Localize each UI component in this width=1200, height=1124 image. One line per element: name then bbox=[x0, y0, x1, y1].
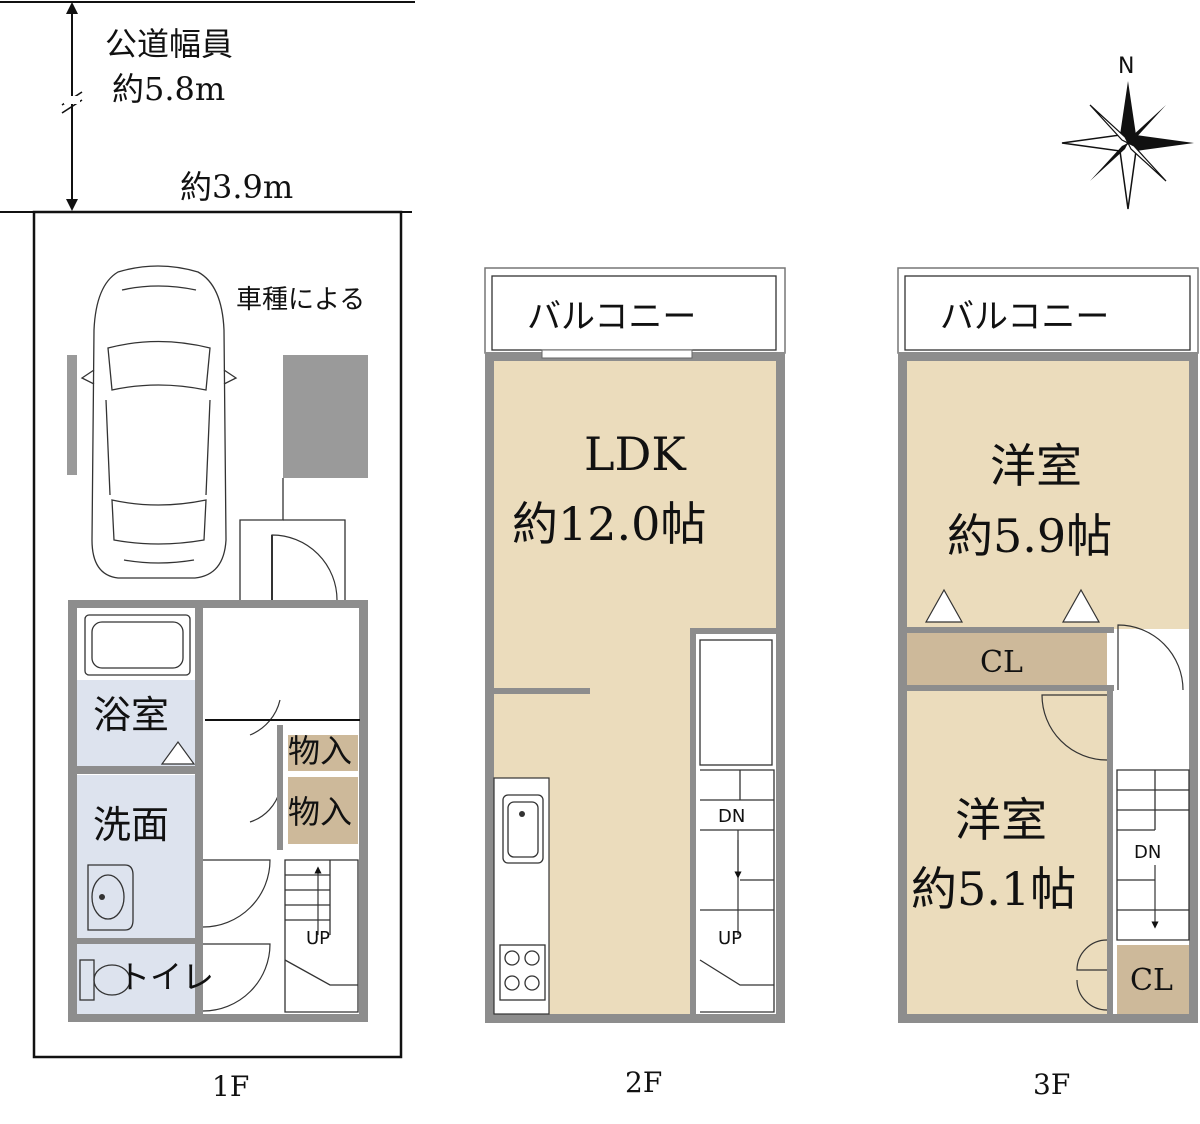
toilet-label: トイレ bbox=[118, 958, 214, 996]
storage-a bbox=[288, 735, 358, 771]
washroom-label: 洗面 bbox=[93, 803, 169, 847]
stairs-2f-down-label: DN bbox=[718, 806, 745, 827]
stairs-2f-up-label: UP bbox=[718, 928, 742, 949]
balcony-3f-label: バルコニー bbox=[940, 297, 1109, 337]
room-a-size: 約5.9帖 bbox=[947, 509, 1112, 563]
storage-b bbox=[288, 777, 358, 844]
road-width-label-1: 公道幅員 bbox=[105, 25, 233, 63]
garage-post-left bbox=[67, 355, 77, 475]
floor-3: バルコニー CL CL DN 洋室 約5.9帖 洋室 約5.1帖 3 bbox=[897, 267, 1199, 1101]
toilet-area bbox=[77, 944, 195, 1014]
frontage-width-label: 約3.9m bbox=[180, 168, 293, 206]
balcony-3f bbox=[897, 267, 1199, 354]
storage-b-label: 物入 bbox=[288, 793, 352, 831]
storage-a-label: 物入 bbox=[288, 732, 352, 770]
room-a-name: 洋室 bbox=[990, 439, 1082, 493]
floor-2-label: 2F bbox=[625, 1066, 662, 1099]
lot-boundary bbox=[32, 210, 403, 1059]
closet-b-label: CL bbox=[1130, 963, 1173, 998]
car-icon bbox=[80, 265, 238, 579]
closet-a bbox=[907, 633, 1107, 685]
balcony-2f bbox=[484, 267, 786, 354]
washroom-area bbox=[77, 775, 195, 938]
ldk-name: LDK bbox=[584, 427, 687, 481]
bath-label: 浴室 bbox=[93, 693, 169, 737]
road-width-label-2: 約5.8m bbox=[112, 70, 225, 108]
stairs-3f-down-label: DN bbox=[1134, 842, 1161, 863]
road-dimension: 公道幅員 約5.8m 約3.9m bbox=[0, 1, 415, 213]
parking-note: 車種による bbox=[236, 285, 365, 315]
compass-north-icon bbox=[1120, 81, 1136, 143]
compass-rose: N bbox=[1061, 54, 1194, 210]
room-b-area bbox=[907, 690, 1107, 1014]
room-b-name: 洋室 bbox=[955, 793, 1047, 847]
compass-north-label: N bbox=[1118, 54, 1134, 79]
stove-icon bbox=[499, 944, 546, 1001]
garage-post-right bbox=[283, 355, 368, 478]
room-b-size: 約5.1帖 bbox=[911, 862, 1076, 916]
floor-1: 車種による 浴室 洗面 トイレ bbox=[32, 210, 403, 1103]
floor-3-label: 3F bbox=[1033, 1068, 1070, 1101]
stairs-1f-label: UP bbox=[306, 928, 330, 949]
floor-2: バルコニー LDK 約12.0帖 bbox=[484, 267, 786, 1099]
floor-1-label: 1F bbox=[212, 1070, 249, 1103]
room-a-area bbox=[907, 361, 1189, 629]
closet-b bbox=[1117, 945, 1189, 1014]
stairs-1f bbox=[284, 859, 359, 1013]
stairs-2f bbox=[699, 769, 775, 1013]
balcony-2f-label: バルコニー bbox=[527, 297, 696, 337]
ldk-size: 約12.0帖 bbox=[512, 497, 706, 551]
stairs-3f bbox=[1116, 769, 1190, 941]
closet-a-label: CL bbox=[980, 645, 1023, 680]
